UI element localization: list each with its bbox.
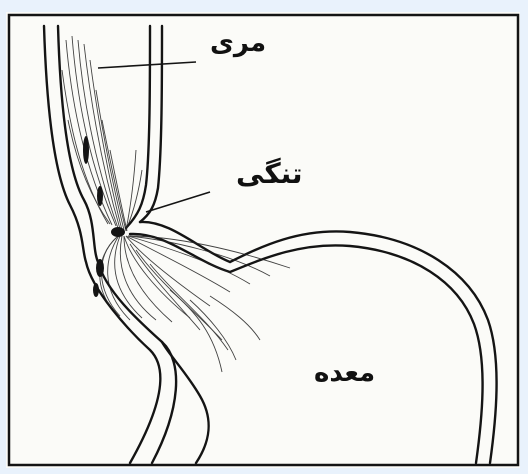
figure-border	[9, 15, 518, 465]
esophagus-label: مری	[210, 30, 266, 56]
stricture-label: تنگی	[236, 160, 303, 188]
organ-outline	[44, 26, 497, 463]
stomach-label: معده	[314, 360, 375, 386]
mucosal-folds	[62, 36, 290, 372]
esophagus-leader-line	[98, 62, 196, 68]
